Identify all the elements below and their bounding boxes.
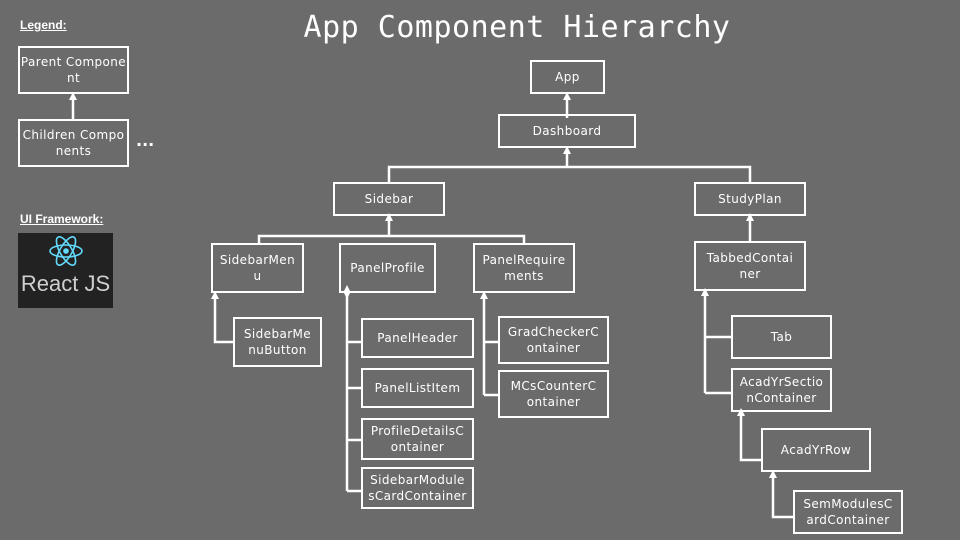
diagram-title: App Component Hierarchy [303, 10, 731, 45]
node-tab: Tab [731, 315, 832, 359]
node-panelrequirements-label: PanelRequirements [482, 253, 566, 283]
node-profiledetails: ProfileDetailsContainer [361, 418, 474, 460]
legend-heading: Legend: [20, 18, 67, 32]
node-tabbedcontainer-label: TabbedContainer [706, 251, 794, 281]
react-logo-text: React JS [20, 271, 111, 296]
node-dashboard-label: Dashboard [532, 124, 602, 138]
node-semmodules: SemModulesCardContainer [793, 490, 903, 534]
edge-sidebarmenubutton [211, 291, 233, 344]
node-app-label: App [555, 70, 580, 84]
node-semmodules-label: SemModulesCardContainer [803, 497, 893, 527]
node-sidebar-label: Sidebar [364, 192, 414, 206]
legend-children-label: Children Components [22, 128, 125, 158]
node-gradchecker-label: GradCheckerContainer [507, 325, 600, 355]
node-panelrequirements: PanelRequirements [473, 243, 575, 293]
node-panellistitem-label: PanelListItem [374, 381, 461, 395]
node-sidebarmenubutton-label: SidebarMenuButton [243, 327, 312, 357]
node-profiledetails-label: ProfileDetailsContainer [370, 424, 465, 454]
node-app: App [530, 60, 605, 94]
edge-bus-sidebar [257, 234, 526, 244]
node-gradchecker: GradCheckerContainer [498, 316, 609, 364]
node-sidebarmenu: SidebarMenu [211, 243, 304, 293]
edge-bus-dashboard [387, 165, 752, 183]
node-acadyrsection-label: AcadYrSectionContainer [739, 375, 824, 405]
node-studyplan: StudyPlan [694, 182, 806, 216]
node-panelprofile: PanelProfile [339, 243, 436, 293]
node-dashboard: Dashboard [498, 114, 636, 148]
node-sidebar: Sidebar [333, 182, 445, 216]
node-panelheader-label: PanelHeader [377, 331, 458, 345]
legend-children-box: Children Components [18, 119, 129, 167]
node-tabbedcontainer: TabbedContainer [694, 241, 806, 291]
node-acadyrrow-label: AcadYrRow [780, 443, 852, 457]
node-sidebarmodules-label: SidebarModulesCardContainer [368, 473, 467, 503]
node-mcscounter-label: MCsCounterContainer [510, 379, 597, 409]
node-acadyrsection: AcadYrSectionContainer [731, 368, 832, 412]
edge-semmodules [769, 470, 793, 519]
node-panelprofile-label: PanelProfile [350, 261, 425, 275]
react-atom-icon [48, 236, 83, 266]
node-sidebarmodules: SidebarModulesCardContainer [361, 467, 474, 509]
legend-ellipsis: ... [136, 131, 155, 150]
node-sidebarmenu-label: SidebarMenu [219, 253, 296, 283]
framework-heading: UI Framework: [20, 212, 104, 226]
node-panellistitem: PanelListItem [361, 368, 474, 408]
node-panelheader: PanelHeader [361, 318, 474, 358]
node-studyplan-label: StudyPlan [718, 192, 782, 206]
node-acadyrrow: AcadYrRow [761, 428, 871, 472]
node-mcscounter: MCsCounterContainer [498, 370, 609, 418]
legend-parent-label: Parent Component [20, 55, 127, 85]
node-sidebarmenubutton: SidebarMenuButton [233, 317, 322, 367]
react-logo: React JS [18, 233, 113, 308]
node-tab-label: Tab [770, 330, 793, 344]
edge-acadyrrow [737, 408, 761, 462]
